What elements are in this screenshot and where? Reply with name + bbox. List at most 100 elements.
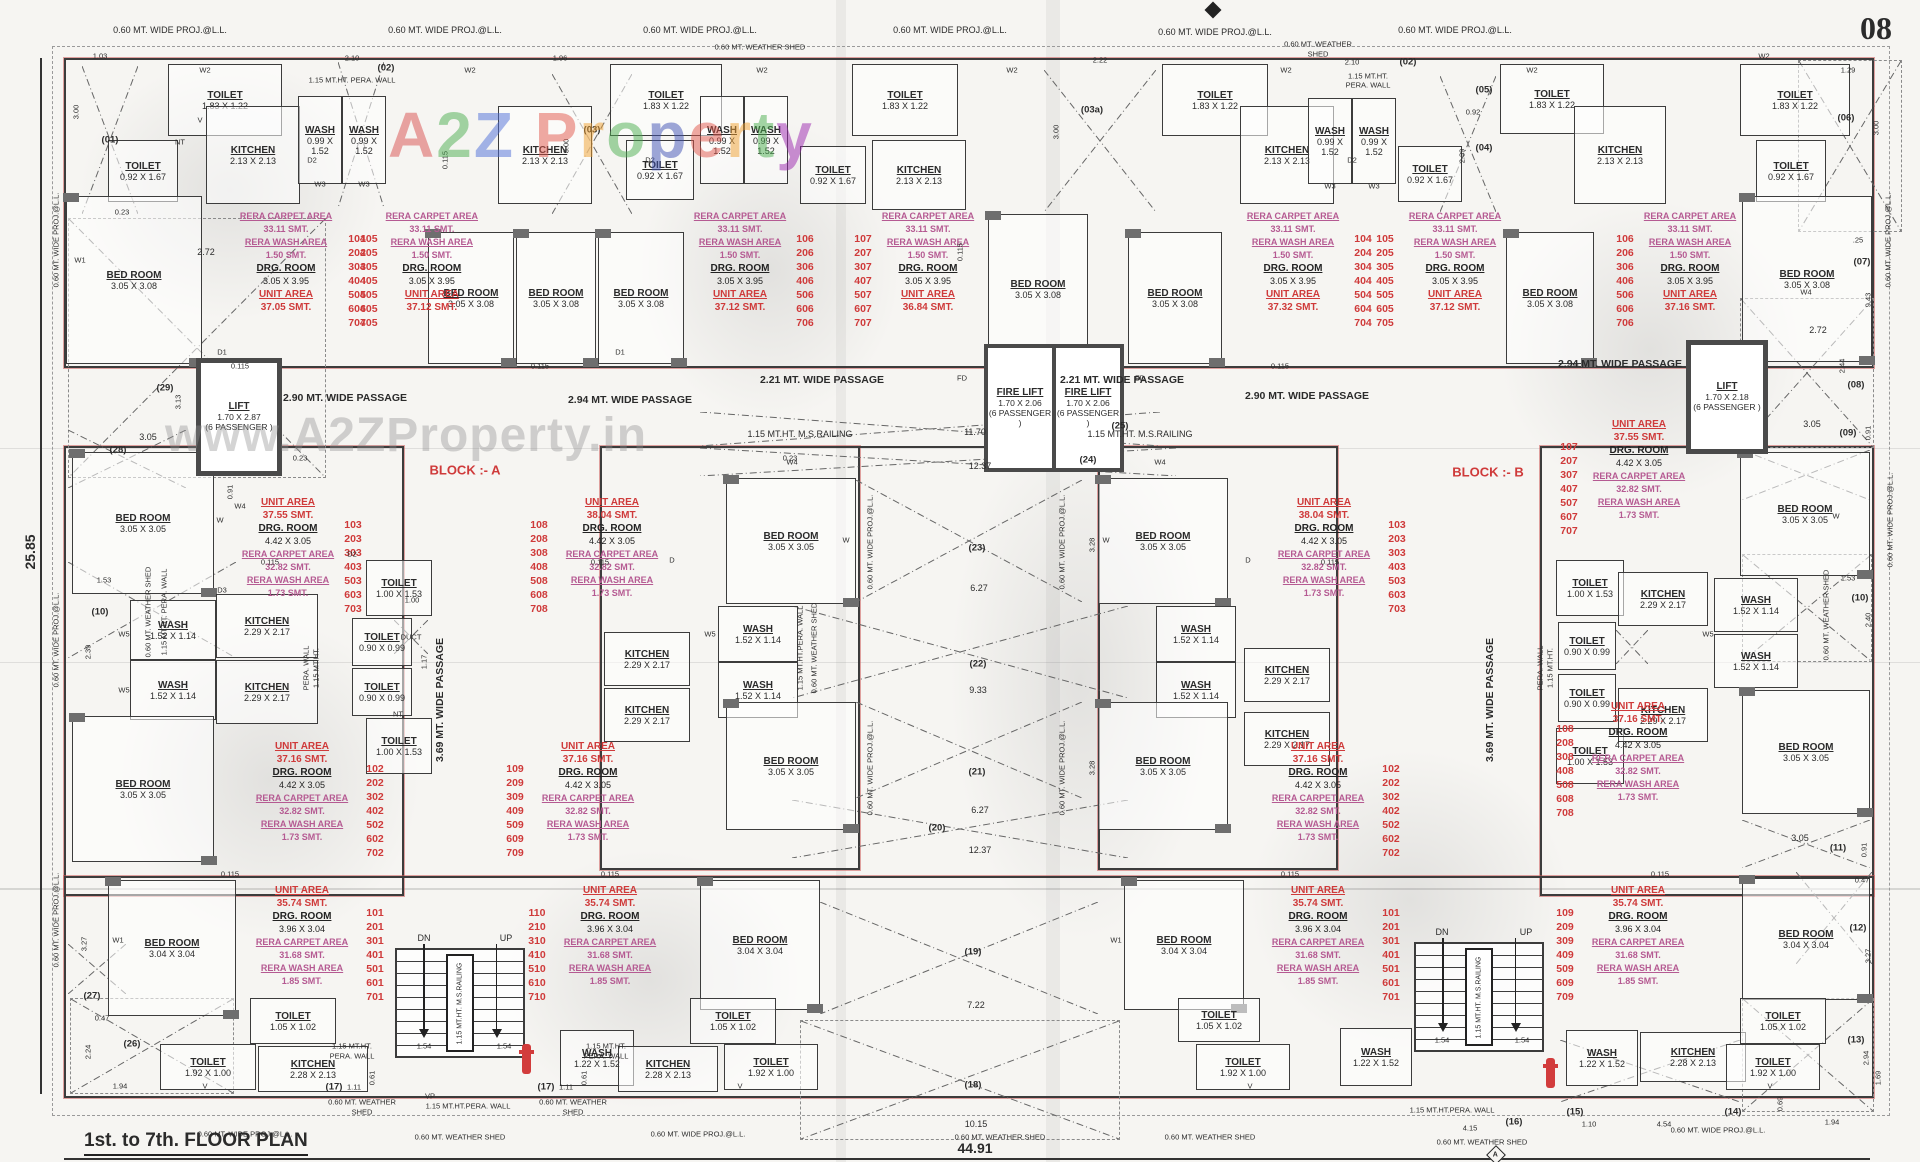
courtyard-cross xyxy=(855,479,1083,603)
room-dims: 2.13 X 2.13 xyxy=(1263,155,1311,166)
annotation: 1.29 xyxy=(1840,65,1856,75)
room-name: KITCHEN xyxy=(522,144,568,156)
room-name: WASH xyxy=(305,124,335,136)
bed-room-room: BED ROOM 3.05 X 3.08 xyxy=(425,229,517,367)
toilet-room: TOILET 1.92 X 1.00 xyxy=(724,1044,818,1090)
room-dims: 0.99 X 1.52 xyxy=(350,135,378,156)
annotation: 3.27 xyxy=(79,936,89,952)
annotation: W2 xyxy=(756,65,768,75)
annotation: 0.91 xyxy=(1859,842,1869,858)
annotation: 0.60 MT. WIDE PROJ.@L.L. xyxy=(650,1129,746,1139)
room-name: WASH xyxy=(743,679,773,691)
annotation: (02) xyxy=(1399,56,1417,68)
bed-room-room: BED ROOM 3.05 X 3.08 xyxy=(513,229,599,367)
annotation: (19) xyxy=(964,946,982,958)
stair-dn-arrow xyxy=(420,944,428,1038)
room-name: BED ROOM xyxy=(763,530,819,542)
room-dims: 3.05 X 3.05 xyxy=(119,789,167,800)
room-dims: 1.05 X 1.02 xyxy=(269,1021,317,1032)
kitchen-room: KITCHEN 2.28 X 2.13 xyxy=(618,1046,718,1092)
toilet-room: TOILET 0.92 X 1.67 xyxy=(1398,146,1462,202)
annotation: (29) xyxy=(156,382,174,394)
annotation: 1.94 xyxy=(1824,1117,1840,1127)
lift-label: (6 PASSENGER ) xyxy=(205,422,273,432)
room-dims: 0.92 X 1.67 xyxy=(1406,174,1454,185)
room-name: BED ROOM xyxy=(1779,268,1835,280)
annotation: 11.70 xyxy=(964,427,986,437)
kitchen-room: KITCHEN 2.13 X 2.13 xyxy=(206,106,300,204)
annotation: D1 xyxy=(615,347,625,357)
annotation: 0.47 xyxy=(94,1013,110,1023)
room-name: TOILET xyxy=(381,577,417,589)
bed-room-room: BED ROOM 3.04 X 3.04 xyxy=(1739,875,1873,1003)
annotation: 12.37 xyxy=(968,461,992,471)
annotation: (13) xyxy=(1847,1034,1865,1046)
wash-room: WASH 1.52 X 1.14 xyxy=(1714,578,1798,632)
room-name: BED ROOM xyxy=(443,287,499,299)
annotation: 4.15 xyxy=(1462,1123,1478,1133)
annotation: 1.17 xyxy=(419,654,429,670)
room-dims: 3.05 X 3.05 xyxy=(1782,752,1830,763)
annotation: W2 xyxy=(1280,65,1292,75)
annotation: 1.54 xyxy=(496,1041,512,1051)
room-dims: 1.92 X 1.00 xyxy=(747,1067,795,1078)
kitchen-room: KITCHEN 2.29 X 2.17 xyxy=(1244,648,1330,702)
room-dims: 2.29 X 2.17 xyxy=(1639,599,1687,610)
lift-label: (6 PASSENGER ) xyxy=(1056,408,1120,428)
annotation: 2.44 xyxy=(1837,358,1847,374)
fire-hydrant-icon xyxy=(1543,1058,1558,1088)
annotation: 2.10 xyxy=(1344,57,1360,67)
annotation: 0.115 xyxy=(1270,361,1290,371)
wash-room: WASH 1.52 X 1.14 xyxy=(130,600,216,660)
annotation: 0.92 xyxy=(1465,107,1481,117)
annotation: PERA. WALL xyxy=(1535,645,1545,691)
annotation: 0.61 xyxy=(579,1070,589,1086)
room-dims: 0.92 X 1.67 xyxy=(119,171,167,182)
room-dims: 3.04 X 3.04 xyxy=(1160,945,1208,956)
annotation: 1.15 MT.HT. xyxy=(1545,647,1555,689)
annotation: PERA. WALL xyxy=(329,1051,375,1061)
room-dims: 3.05 X 3.08 xyxy=(1014,289,1062,300)
toilet-room: TOILET 0.90 X 0.99 xyxy=(352,618,412,666)
annotation: W xyxy=(1102,535,1110,545)
room-name: WASH xyxy=(1587,1047,1617,1059)
annotation: D2 xyxy=(645,155,655,165)
room-name: KITCHEN xyxy=(244,681,290,693)
room-name: TOILET xyxy=(753,1056,789,1068)
room-dims: 0.92 X 1.67 xyxy=(636,170,684,181)
annotation: 1.10 xyxy=(1581,1119,1597,1129)
bed-room-room: BED ROOM 3.05 X 3.05 xyxy=(723,475,859,607)
annotation: 2.90 MT. WIDE PASSAGE xyxy=(282,392,408,404)
room-dims: 1.00 X 1.53 xyxy=(375,588,423,599)
annotation: W3 xyxy=(1324,181,1336,191)
annotation: 2.40 xyxy=(1863,612,1873,628)
annotation: 4.54 xyxy=(1656,1119,1672,1129)
annotation: 0.60 MT. WIDE PROJ.@L.L. xyxy=(643,25,757,35)
room-dims: 3.05 X 3.08 xyxy=(447,298,495,309)
annotation: 0.60 MT. WEATHER SHED xyxy=(1821,569,1831,661)
room-dims: 1.92 X 1.00 xyxy=(1749,1067,1797,1078)
room-dims: 1.83 X 1.22 xyxy=(1191,100,1239,111)
annotation: W1 xyxy=(112,935,124,945)
annotation: 3.13 xyxy=(173,394,183,410)
annotation: 0.115 xyxy=(955,242,965,262)
room-dims: 3.05 X 3.08 xyxy=(532,298,580,309)
annotation: 0.60 MT. WEATHER SHED xyxy=(1164,1132,1256,1142)
annotation: 0.115 xyxy=(590,557,610,567)
